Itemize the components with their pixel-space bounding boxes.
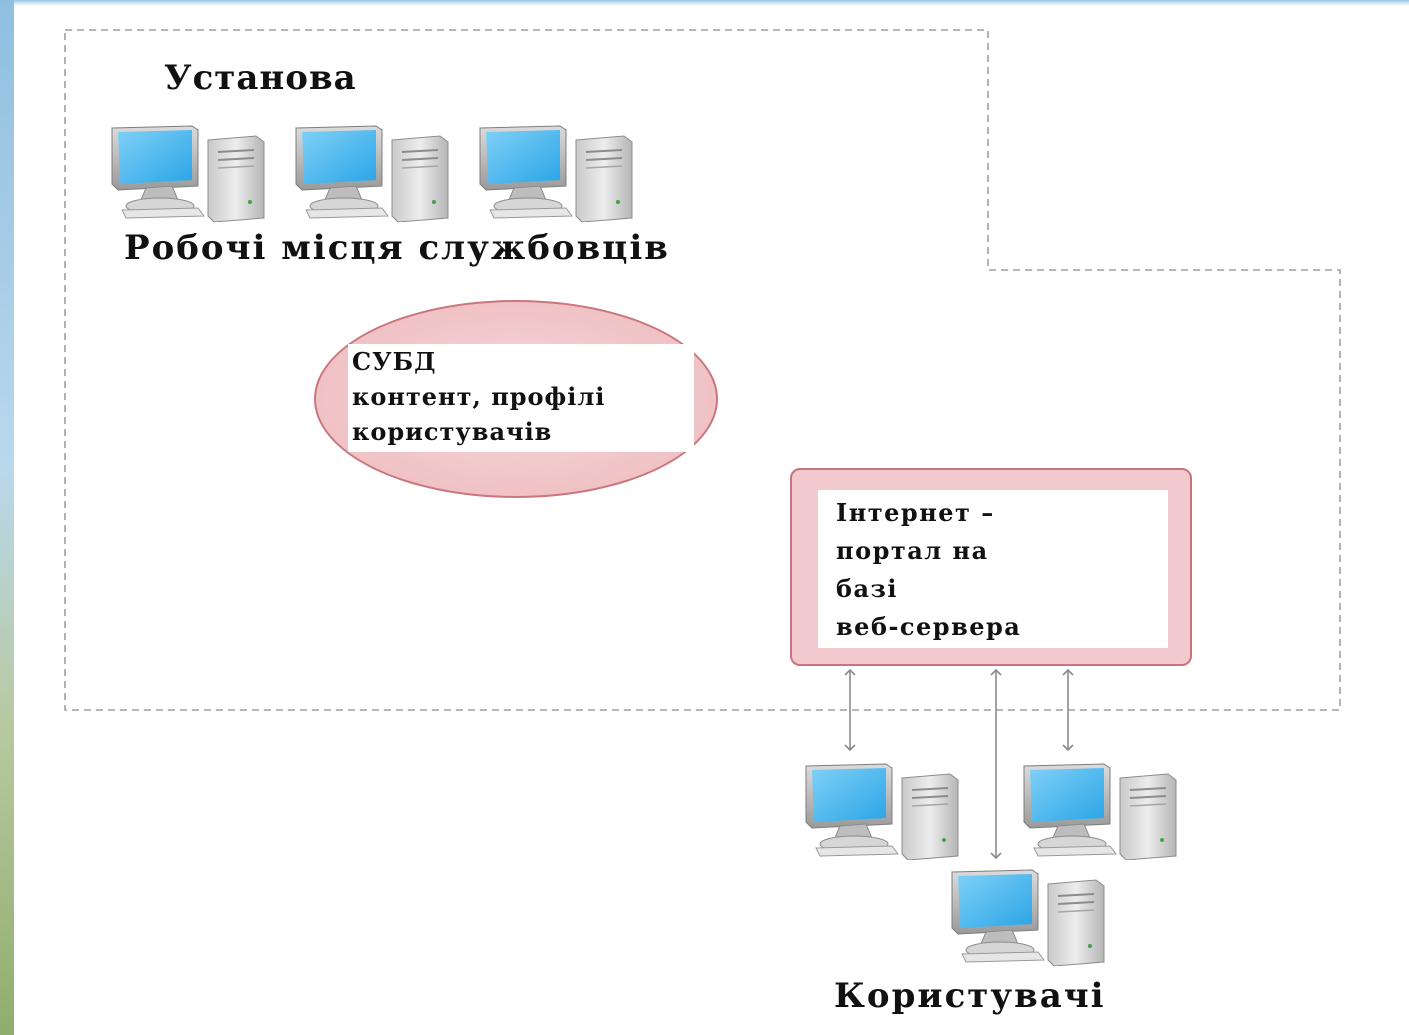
- user-computer-3-icon: [948, 866, 1108, 966]
- portal-label-line-3: базі: [836, 574, 898, 603]
- database-label-line-3: користувачів: [352, 417, 553, 446]
- portal-label-line-1: Інтернет –: [836, 498, 995, 527]
- workstation-computer-1-icon: [108, 122, 268, 222]
- workstation-computer-2-icon: [292, 122, 452, 222]
- database-label-line-1: СУБД: [352, 347, 437, 376]
- workstations-label: Робочі місця службовців: [124, 228, 670, 268]
- user-computer-1-icon: [802, 760, 962, 860]
- users-label: Користувачі: [834, 976, 1106, 1016]
- database-label: СУБД контент, профілі користувачів: [348, 344, 694, 452]
- user-computer-2-icon: [1020, 760, 1180, 860]
- workstation-computer-3-icon: [476, 122, 636, 222]
- background-top-band: [0, 0, 1409, 6]
- portal-label: Інтернет – портал на базі веб-сервера: [818, 490, 1168, 648]
- portal-label-line-2: портал на: [836, 536, 989, 565]
- organization-boundary: [64, 29, 1341, 711]
- database-label-line-2: контент, профілі: [352, 382, 606, 411]
- portal-label-line-4: веб-сервера: [836, 612, 1022, 641]
- background-left-band: [0, 0, 14, 1035]
- organization-title: Установа: [164, 58, 357, 98]
